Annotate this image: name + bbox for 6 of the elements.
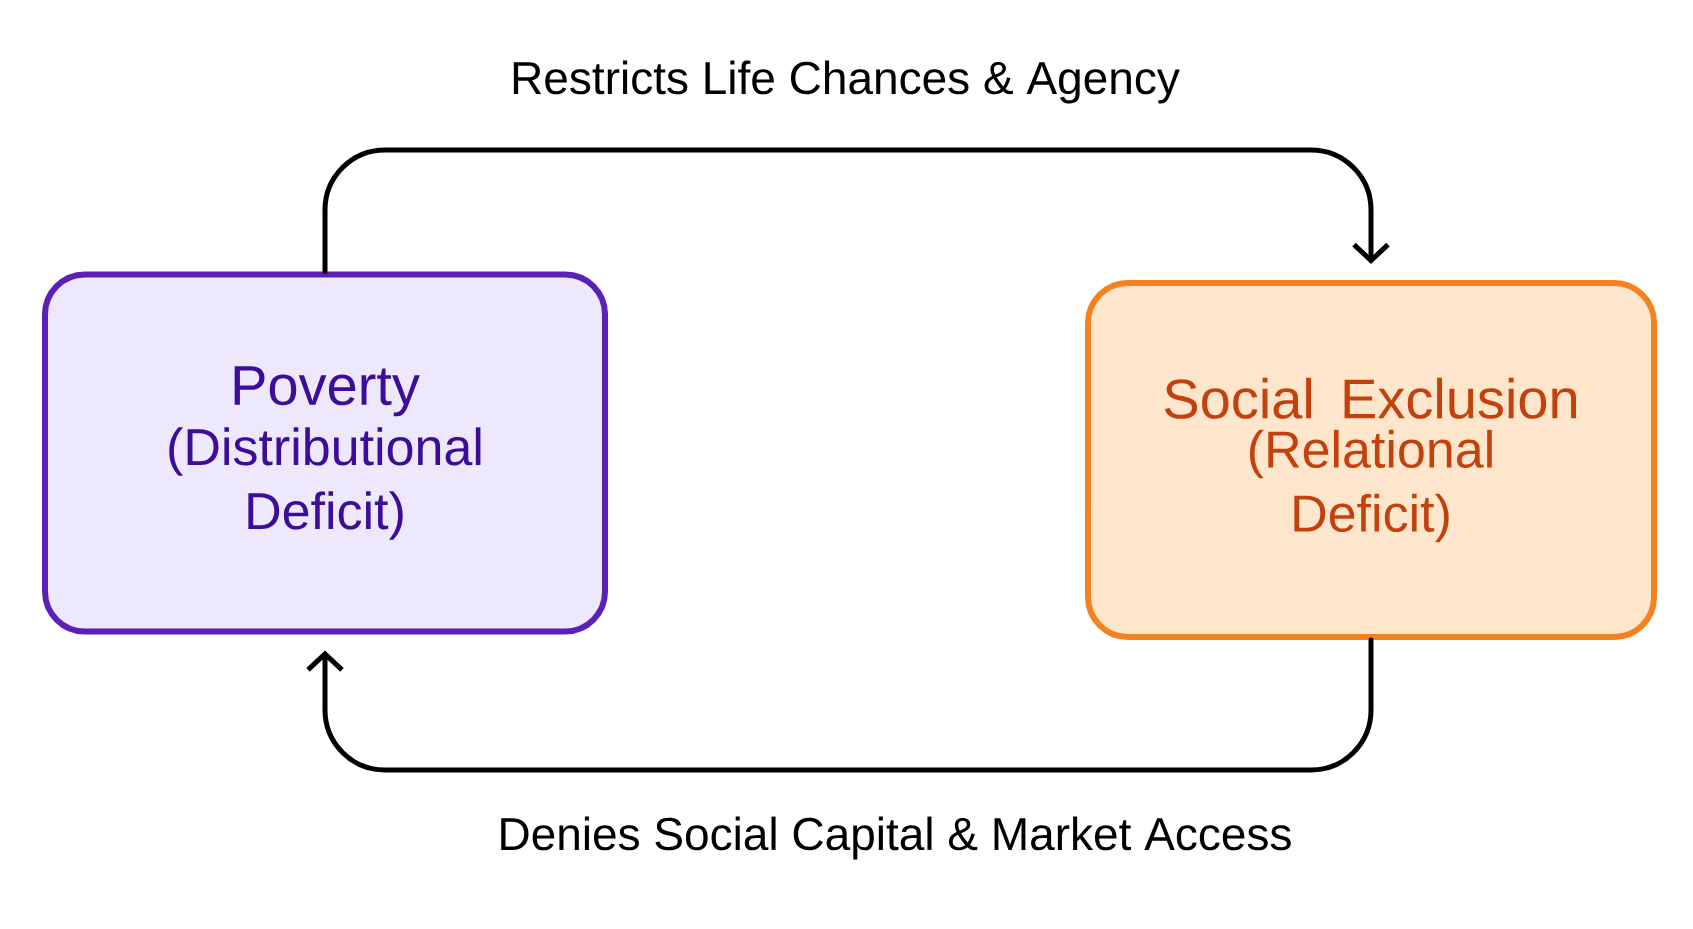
concept-box: Social Exclusion (Relational Deficit) [1085,280,1657,640]
edge-label: Denies Social Capital & Market Access [495,814,1295,862]
concept-box: Poverty (Distributional Deficit) [42,271,608,635]
arrow [306,637,1374,773]
edge-label: Restricts Life Chances & Agency [508,58,1182,106]
arrow [322,147,1390,274]
